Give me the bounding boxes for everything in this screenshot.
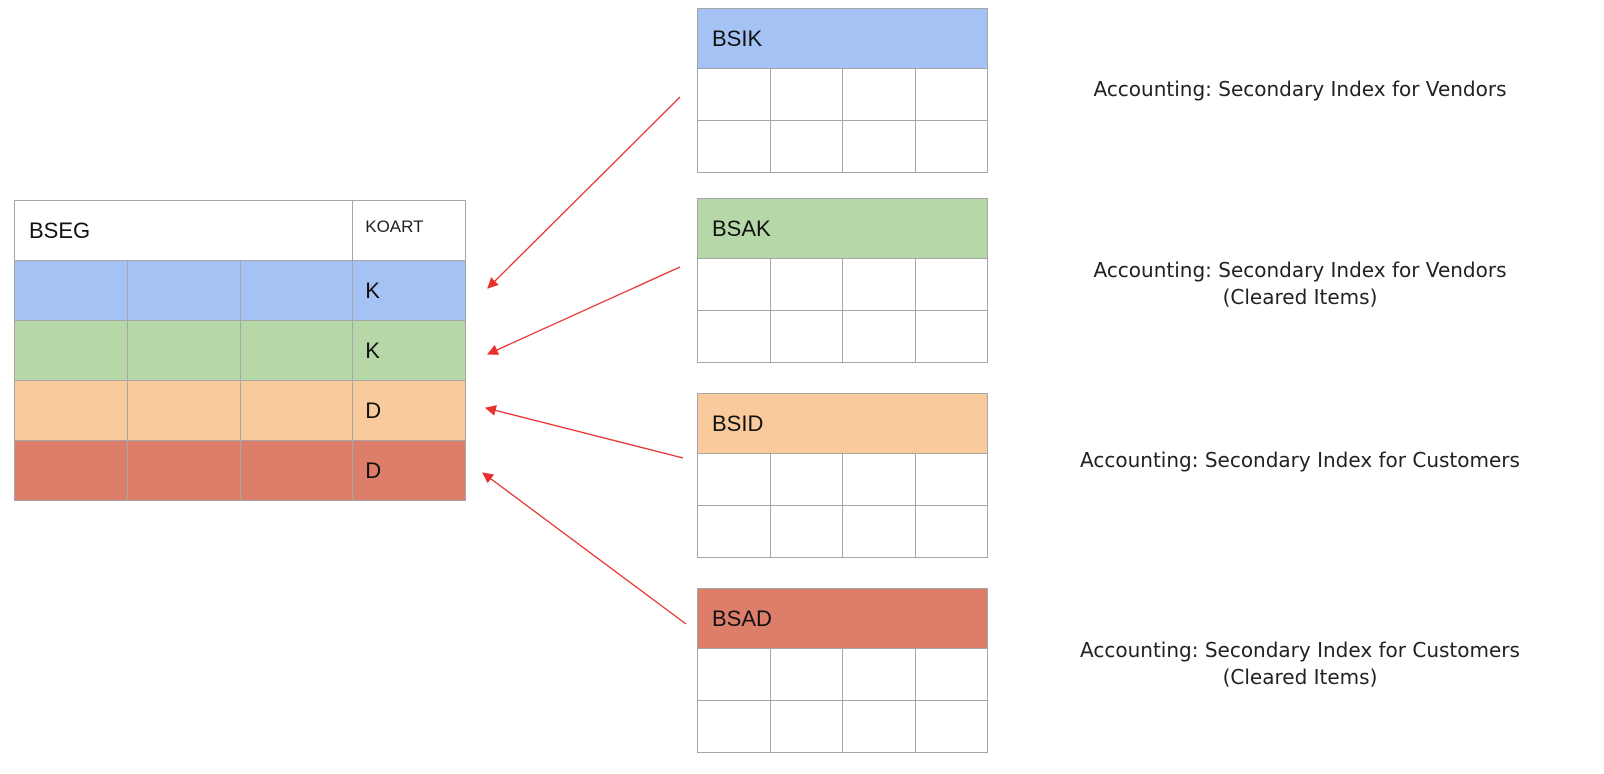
bseg-cell — [126, 440, 241, 501]
grid-cell — [842, 700, 916, 753]
grid-cell — [769, 120, 843, 173]
bsid-description: Accounting: Secondary Index for Customer… — [1040, 447, 1560, 474]
bseg-cell — [239, 260, 354, 321]
grid-cell — [914, 258, 988, 311]
grid-cell — [842, 258, 916, 311]
grid-cell — [769, 505, 843, 558]
grid-cell — [769, 68, 843, 121]
grid-cell — [697, 258, 771, 311]
grid-cell — [769, 258, 843, 311]
grid-cell — [914, 310, 988, 363]
arrow-bsik-to-bseg — [487, 96, 681, 289]
bseg-cell — [126, 380, 241, 441]
grid-cell — [697, 700, 771, 753]
bsak-title: BSAK — [697, 198, 988, 259]
bsik-table: BSIK — [697, 8, 988, 173]
grid-cell — [842, 120, 916, 173]
grid-cell — [769, 648, 843, 701]
bseg-cell — [239, 380, 354, 441]
koart-value: D — [352, 380, 466, 441]
description-line: (Cleared Items) — [1222, 665, 1378, 689]
grid-cell — [842, 453, 916, 506]
bsak-description: Accounting: Secondary Index for Vendors … — [1040, 257, 1560, 311]
grid-cell — [842, 310, 916, 363]
bseg-cell — [14, 440, 128, 501]
grid-cell — [914, 120, 988, 173]
grid-cell — [842, 68, 916, 121]
description-line: (Cleared Items) — [1222, 285, 1378, 309]
bseg-row-customer-open: D — [14, 380, 466, 441]
koart-value: D — [352, 440, 466, 501]
grid-cell — [914, 700, 988, 753]
grid-cell — [914, 68, 988, 121]
arrow-bsak-to-bseg — [486, 266, 681, 355]
grid-cell — [697, 505, 771, 558]
bsad-description: Accounting: Secondary Index for Customer… — [1040, 637, 1560, 691]
grid-cell — [914, 453, 988, 506]
bseg-header-row: BSEG KOART — [13, 200, 466, 261]
bseg-row-vendor-open: K — [14, 260, 466, 321]
bsik-description: Accounting: Secondary Index for Vendors — [1040, 76, 1560, 103]
bseg-cell — [239, 440, 354, 501]
arrow-bsad-to-bseg — [482, 472, 687, 625]
bseg-row-vendor-cleared: K — [14, 320, 466, 381]
bsid-title: BSID — [697, 393, 988, 454]
bsik-title: BSIK — [697, 8, 988, 69]
grid-cell — [769, 310, 843, 363]
bseg-table: BSEG KOART K K D D — [13, 200, 466, 501]
grid-cell — [842, 505, 916, 558]
bsid-table: BSID — [697, 393, 988, 558]
grid-cell — [914, 648, 988, 701]
bseg-title: BSEG — [13, 200, 354, 261]
bseg-cell — [14, 260, 128, 321]
koart-header: KOART — [352, 200, 466, 261]
bseg-row-customer-cleared: D — [14, 440, 466, 501]
grid-cell — [697, 68, 771, 121]
grid-cell — [697, 120, 771, 173]
grid-cell — [914, 505, 988, 558]
bsak-table: BSAK — [697, 198, 988, 363]
description-line: Accounting: Secondary Index for Customer… — [1080, 638, 1520, 662]
description-line: Accounting: Secondary Index for Vendors — [1093, 258, 1507, 282]
description-line: Accounting: Secondary Index for Customer… — [1080, 448, 1520, 472]
grid-cell — [842, 648, 916, 701]
arrow-bsid-to-bseg — [484, 405, 684, 459]
bsad-table: BSAD — [697, 588, 988, 753]
grid-cell — [769, 700, 843, 753]
bseg-cell — [126, 320, 241, 381]
description-line: Accounting: Secondary Index for Vendors — [1093, 77, 1507, 101]
